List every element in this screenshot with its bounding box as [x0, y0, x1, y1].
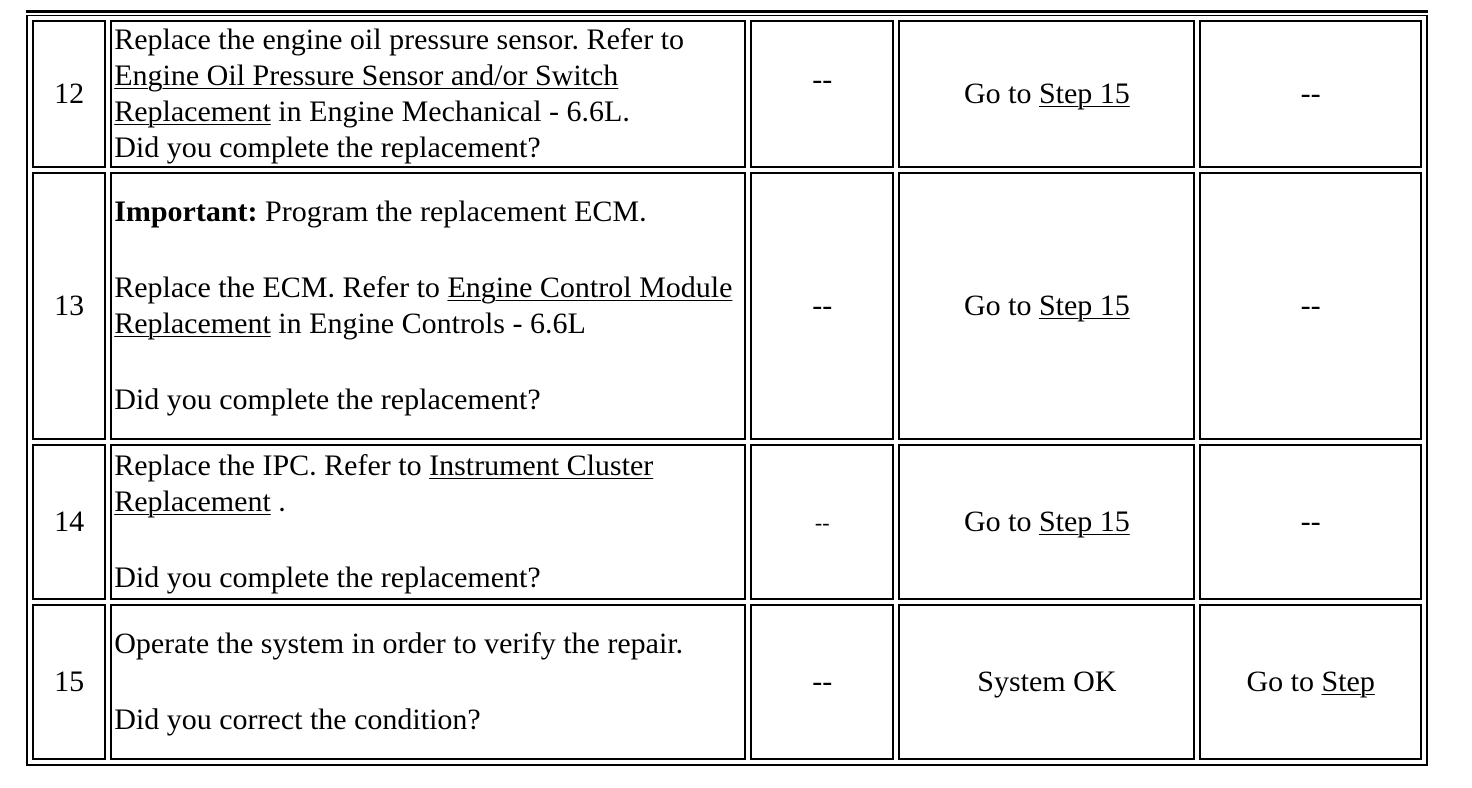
value-cell: --	[750, 20, 895, 168]
action-cell: Important: Program the replacement ECM. …	[110, 172, 747, 440]
table-row: 14 Replace the IPC. Refer to Instrument …	[32, 444, 1422, 600]
yes-cell: Go to Step 15	[898, 172, 1196, 440]
yes-cell: System OK	[898, 604, 1196, 760]
link-step[interactable]: Step	[1321, 665, 1375, 698]
top-rule-thin	[26, 15, 1428, 16]
yes-prefix: Go to	[963, 77, 1039, 110]
action-text: in Engine Mechanical - 6.6L.	[270, 95, 630, 128]
link-step-15[interactable]: Step 15	[1038, 77, 1130, 110]
action-cell: Replace the IPC. Refer to Instrument Clu…	[110, 444, 747, 600]
yes-prefix: Go to	[963, 505, 1039, 538]
action-cell: Replace the engine oil pressure sensor. …	[110, 20, 747, 168]
top-rule	[26, 10, 1428, 13]
no-cell: --	[1199, 20, 1422, 168]
link-engine-oil-pressure-sensor[interactable]: Engine Oil Pressure Sensor and/or Switch…	[114, 59, 619, 128]
action-text: .	[270, 485, 286, 518]
link-step-15[interactable]: Step 15	[1038, 289, 1130, 322]
value-cell: --	[750, 444, 895, 600]
question-text: Did you correct the condition?	[114, 703, 481, 736]
no-cell: --	[1199, 444, 1422, 600]
table-row: 15 Operate the system in order to verify…	[32, 604, 1422, 760]
action-text: in Engine Controls - 6.6L	[270, 307, 586, 340]
table-row: 12 Replace the engine oil pressure senso…	[32, 20, 1422, 168]
action-text: Replace the engine oil pressure sensor. …	[114, 23, 685, 56]
yes-prefix: Go to	[963, 289, 1039, 322]
no-cell: --	[1199, 172, 1422, 440]
value-cell: --	[750, 172, 895, 440]
question-text: Did you complete the replacement?	[114, 383, 541, 416]
link-instrument-cluster-replacement[interactable]: Instrument Cluster Replacement	[114, 449, 654, 518]
action-text: Replace the ECM. Refer to	[114, 271, 448, 304]
step-number: 13	[32, 172, 107, 440]
step-number: 14	[32, 444, 107, 600]
no-cell: Go to Step	[1199, 604, 1422, 760]
link-engine-control-module-replacement[interactable]: Engine Control Module Replacement	[114, 271, 733, 340]
question-text: Did you complete the replacement?	[114, 561, 541, 594]
action-cell: Operate the system in order to verify th…	[110, 604, 747, 760]
value-cell: --	[750, 604, 895, 760]
step-number: 15	[32, 604, 107, 760]
yes-cell: Go to Step 15	[898, 20, 1196, 168]
table-row: 13 Important: Program the replacement EC…	[32, 172, 1422, 440]
link-step-15[interactable]: Step 15	[1038, 505, 1130, 538]
yes-cell: Go to Step 15	[898, 444, 1196, 600]
action-text: Operate the system in order to verify th…	[114, 627, 684, 660]
question-text: Did you complete the replacement?	[114, 131, 541, 164]
important-label: Important:	[114, 195, 258, 228]
action-text: Replace the IPC. Refer to	[114, 449, 430, 482]
important-text: Program the replacement ECM.	[257, 195, 647, 228]
diagnostic-steps-table: 12 Replace the engine oil pressure senso…	[26, 16, 1428, 766]
step-number: 12	[32, 20, 107, 168]
no-prefix: Go to	[1246, 665, 1322, 698]
